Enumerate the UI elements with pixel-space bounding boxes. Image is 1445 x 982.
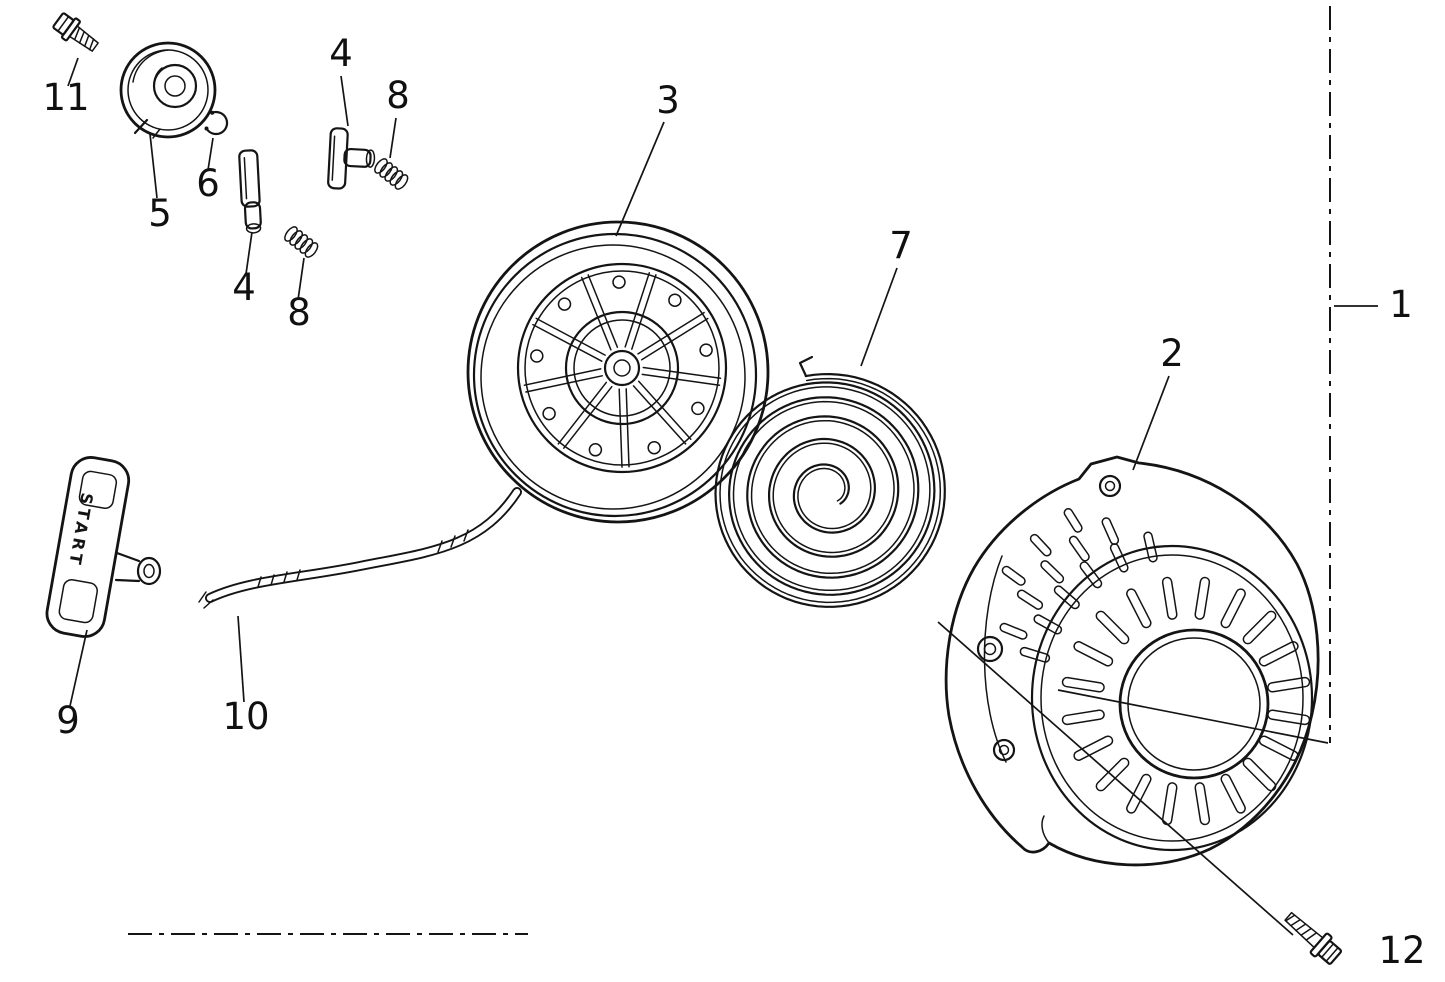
part-7-recoil-spring: [714, 355, 946, 608]
part-labels: 11 5 6 4 8 4 8 3 7 2 1 9 10 12: [42, 32, 1425, 972]
part-label-7: 7: [889, 224, 913, 267]
part-4-ratchet-lower: [238, 149, 262, 234]
part-label-3: 3: [656, 79, 680, 122]
part-label-1: 1: [1389, 283, 1413, 326]
leader-lines: [67, 57, 1170, 707]
part-label-11: 11: [42, 76, 89, 119]
part-label-8a: 8: [386, 74, 410, 117]
part-2-starter-cover: [944, 455, 1320, 867]
part-label-9: 9: [56, 699, 80, 742]
part-label-4a: 4: [329, 32, 353, 75]
part-label-5: 5: [148, 192, 172, 235]
part-label-2: 2: [1160, 332, 1184, 375]
part-6-snap-ring: [204, 110, 229, 136]
part-10-starter-rope: [198, 487, 522, 609]
part-9-starter-grip: START: [45, 456, 162, 638]
part-3-starter-reel: [466, 220, 770, 524]
part-5-friction-plate: [119, 41, 217, 139]
part-label-6: 6: [196, 162, 220, 205]
part-8-spring-upper: [374, 158, 409, 190]
part-12-flange-bolt: [937, 621, 1343, 965]
part-4-ratchet-upper: [327, 127, 376, 190]
part-label-4b: 4: [232, 266, 256, 309]
grip-start-text: START: [65, 491, 97, 569]
part-label-12: 12: [1378, 929, 1425, 972]
part-11-bolt: [52, 12, 99, 52]
assembly-boundary-line: [128, 6, 1378, 935]
part-8-spring-lower: [284, 226, 319, 258]
part-label-10: 10: [222, 695, 269, 738]
part-label-8b: 8: [287, 291, 311, 334]
